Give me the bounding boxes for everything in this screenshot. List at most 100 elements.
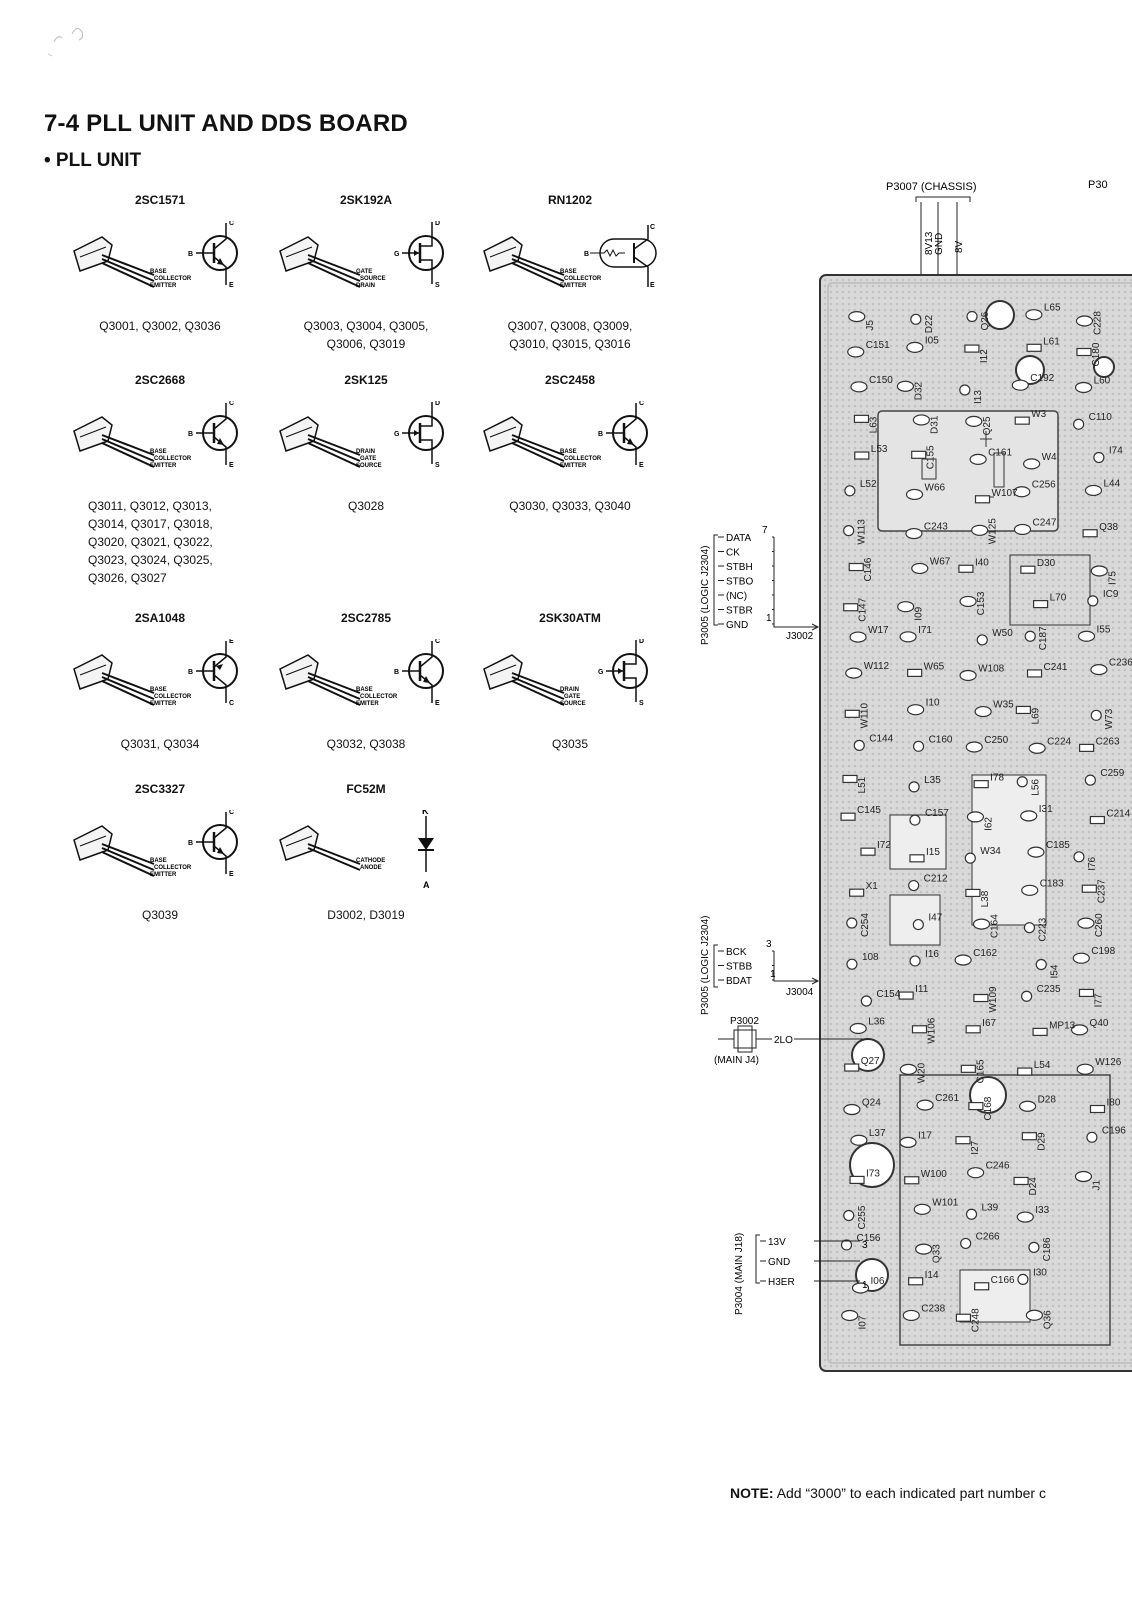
- pcb-component-label: D24: [1028, 1177, 1039, 1196]
- pcb-component-label: W34: [980, 846, 1001, 857]
- pin-label: B: [188, 840, 193, 847]
- signal-label: GND: [726, 620, 748, 631]
- pin-label: B: [188, 251, 193, 258]
- pcb-component-label: C155: [926, 445, 937, 469]
- pcb-component-label: C259: [1100, 768, 1124, 779]
- part-name: 2SK30ATM: [539, 611, 601, 625]
- main18-pin-bottom: 1: [862, 1280, 868, 1291]
- ref-line: Q3031, Q3034: [120, 737, 200, 751]
- pcb-component-label: C157: [925, 808, 949, 819]
- pcb-component-label: C110: [1089, 412, 1113, 423]
- part-name: 2SC2668: [134, 373, 186, 387]
- pcb-component-label: Q25: [982, 416, 993, 435]
- pcb-component-label: I72: [877, 840, 891, 851]
- lead-label: GATE: [356, 269, 372, 275]
- pcb-component-label: I15: [926, 847, 940, 858]
- ref-line: Q3026, Q3027: [88, 571, 167, 585]
- pin-label: K: [422, 810, 429, 816]
- pcb-component-label: W112: [864, 661, 890, 672]
- lead-label: BASE: [560, 449, 577, 455]
- logic2-label: P3005 (LOGIC J2304): [700, 916, 711, 1016]
- part-name: FC52M: [346, 782, 386, 796]
- main4-sublabel: (MAIN J4): [714, 1055, 759, 1066]
- pcb-component-label: C144: [869, 733, 893, 744]
- ref-line: Q3023, Q3024, Q3025,: [88, 553, 213, 567]
- part-name: 2SC2785: [340, 611, 392, 625]
- pcb-component-label: D28: [1038, 1094, 1057, 1105]
- pin-label: B: [584, 251, 589, 258]
- logic1-pin-bottom: 1: [766, 613, 772, 624]
- part-name: 2SC1571: [134, 193, 186, 207]
- part-refs: Q3030, Q3033, Q3040: [470, 497, 670, 515]
- pcb-component-label: W50: [992, 628, 1013, 639]
- lead-label: EMITTER: [150, 701, 177, 707]
- pcb-component-label: C250: [984, 735, 1008, 746]
- chassis-pin-8v13: 8V13: [924, 231, 935, 255]
- pcb-component-label: I13: [973, 390, 984, 404]
- pcb-component-label: C198: [1091, 946, 1115, 957]
- pcb-component-label: D22: [924, 315, 935, 334]
- pcb-component-label: L56: [1030, 779, 1041, 796]
- pcb-component-label: C263: [1096, 736, 1120, 747]
- signal-label: H3ER: [768, 1277, 795, 1288]
- pcb-component-label: I31: [1039, 804, 1053, 815]
- lead-label: EMITER: [356, 701, 379, 707]
- pcb-component-label: C224: [1047, 736, 1071, 747]
- note-bold: NOTE:: [730, 1485, 774, 1501]
- pcb-component-label: W108: [978, 663, 1005, 674]
- pcb-component-label: W110: [859, 703, 870, 729]
- pcb-component-label: X1: [866, 881, 879, 892]
- pcb-component-label: Q38: [1099, 522, 1118, 533]
- logic2-connector: J3004: [786, 987, 814, 998]
- pcb-component-label: I62: [983, 817, 994, 831]
- pcb-component-label: C183: [1040, 878, 1064, 889]
- lead-label: COLLECTOR: [360, 694, 398, 700]
- pcb-component-label: I33: [1035, 1205, 1049, 1216]
- pcb-component-label: C266: [976, 1231, 1000, 1242]
- part-refs: Q3028: [266, 497, 466, 515]
- ref-line: Q3006, Q3019: [326, 337, 406, 351]
- pcb-component-label: W125: [988, 518, 999, 545]
- footer-note: NOTE: Add “3000” to each indicated part …: [730, 1485, 1046, 1501]
- pin-label: C: [229, 700, 234, 707]
- pin-label: B: [598, 431, 603, 438]
- part-refs: Q3011, Q3012, Q3013,Q3014, Q3017, Q3018,…: [88, 497, 288, 587]
- pin-label: C: [229, 810, 234, 816]
- lead-label: BASE: [150, 858, 167, 864]
- pcb-component-label: W17: [868, 625, 889, 636]
- ref-line: D3002, D3019: [327, 908, 405, 922]
- pin-label: C: [435, 639, 440, 645]
- pin-label: S: [435, 282, 440, 289]
- pcb-component-label: C151: [866, 340, 890, 351]
- pcb-component-label: L52: [860, 479, 877, 490]
- pcb-component-label: C241: [1044, 662, 1068, 673]
- pcb-component-label: L38: [980, 890, 991, 907]
- pcb-component-label: J5: [865, 320, 876, 331]
- lead-label: COLLECTOR: [154, 865, 192, 871]
- lead-label: COLLECTOR: [564, 456, 602, 462]
- ref-line: Q3014, Q3017, Q3018,: [88, 517, 213, 531]
- pin-label: C: [639, 401, 644, 407]
- pcb-component-label: W109: [988, 986, 999, 1013]
- pcb-component-label: C212: [924, 874, 948, 885]
- pin-label: C: [229, 401, 234, 407]
- lead-label: DRAIN: [356, 449, 375, 455]
- pin-label: E: [639, 462, 644, 469]
- pcb-component-label: L36: [868, 1016, 885, 1027]
- section-subtitle: • PLL UNIT: [44, 150, 142, 171]
- pcb-component-label: C247: [1032, 517, 1056, 528]
- pcb-component-label: C150: [869, 375, 893, 386]
- top-right-label: P30: [1088, 179, 1108, 191]
- pcb-component-label: C156: [857, 1233, 881, 1244]
- pcb-component-label: C147: [858, 597, 869, 621]
- pcb-component-label: I47: [928, 913, 942, 924]
- lead-label: BASE: [356, 687, 373, 693]
